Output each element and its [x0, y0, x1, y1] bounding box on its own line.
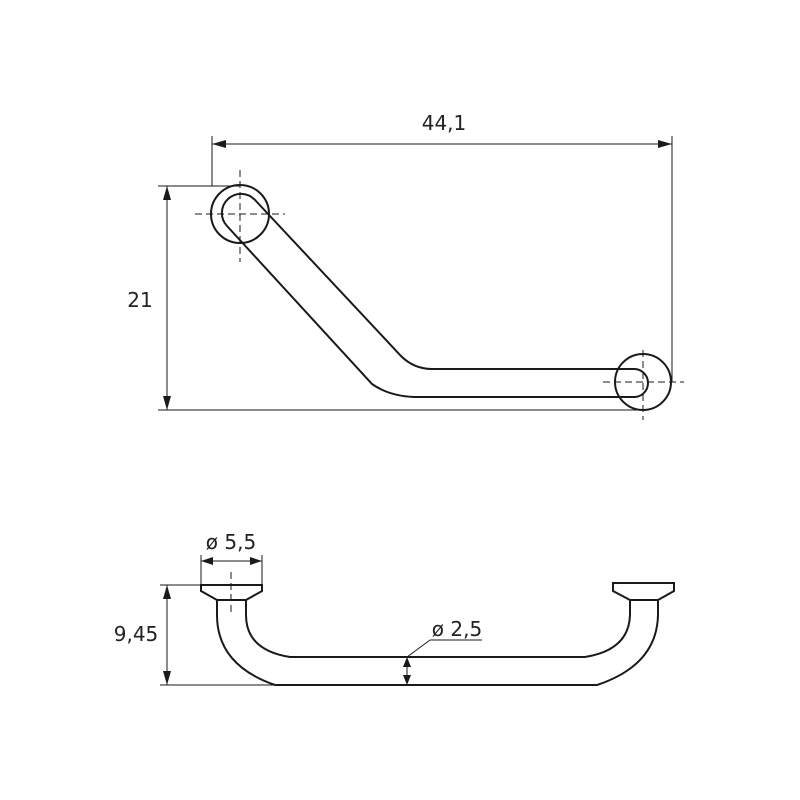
right-flange-profile: [612, 582, 675, 601]
arrow-head-top: [163, 186, 171, 200]
u-tube: [216, 600, 659, 686]
side-arrow-top: [163, 585, 171, 599]
arrow-head-right: [658, 140, 672, 148]
bent-tube: [220, 192, 649, 398]
width-dimension: 44,1: [211, 111, 673, 382]
height-dimension: 21: [127, 185, 640, 411]
right-flange-side: [612, 582, 675, 601]
height-label: 21: [127, 288, 152, 312]
side-height-label: 9,45: [114, 622, 159, 646]
flange-arrow-right: [250, 557, 262, 565]
u-tube-inner: [245, 600, 631, 658]
flange-diameter-label: ø 5,5: [206, 530, 256, 554]
arrow-head-bottom: [163, 396, 171, 410]
flange-arrow-left: [201, 557, 213, 565]
tube-arrow-bottom: [403, 675, 411, 685]
side-view: ø 5,5 9,45 ø 2,5: [114, 530, 675, 686]
tube-leader-line: [406, 639, 431, 658]
right-flange: [603, 350, 684, 420]
side-height-dimension: 9,45: [114, 584, 275, 686]
u-tube-outer: [216, 600, 659, 686]
tube-arrow-top: [403, 657, 411, 667]
tube-diameter-dimension: ø 2,5: [403, 617, 482, 685]
left-flange: [195, 170, 285, 262]
arrow-head-left: [212, 140, 226, 148]
top-view: 44,1 21: [127, 111, 684, 420]
tube-outline: [220, 192, 649, 398]
width-label: 44,1: [422, 111, 467, 135]
left-flange-side: [200, 572, 263, 612]
side-arrow-bottom: [163, 671, 171, 685]
tube-diameter-label: ø 2,5: [432, 617, 482, 641]
flange-diameter-dimension: ø 5,5: [200, 530, 263, 585]
